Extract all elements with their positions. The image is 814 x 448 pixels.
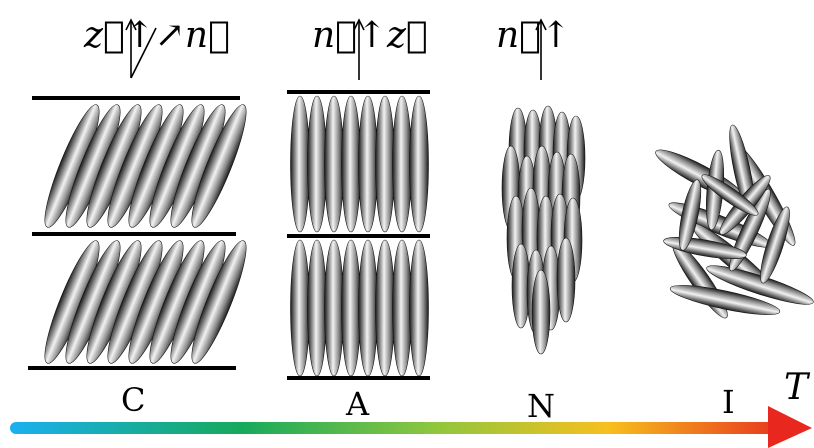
a-phase-molecule bbox=[307, 239, 327, 377]
a-phase-molecule bbox=[375, 95, 395, 233]
phase-label-i: I bbox=[722, 383, 735, 421]
a-phase-director-arrow bbox=[353, 18, 365, 80]
n-phase-molecules bbox=[501, 105, 586, 355]
phase-label-a: A bbox=[346, 385, 370, 423]
a-phase-molecule bbox=[341, 95, 361, 233]
a-phase-molecule bbox=[409, 239, 429, 377]
c-phase-molecules bbox=[44, 104, 247, 364]
a-phase-molecules bbox=[290, 95, 429, 377]
temperature-axis-label: T bbox=[784, 367, 809, 408]
a-phase-molecule bbox=[375, 239, 395, 377]
n-phase-director-arrow bbox=[535, 18, 547, 80]
a-phase-molecule bbox=[307, 95, 327, 233]
a-phase-director-label: n⃗↑z⃗ bbox=[312, 15, 428, 56]
phase-label-c: C bbox=[121, 381, 146, 419]
i-phase-molecule bbox=[678, 179, 702, 251]
layer-lines bbox=[28, 90, 430, 380]
a-phase-molecule bbox=[358, 95, 378, 233]
n-phase-director-label: n⃗↑ bbox=[496, 15, 571, 56]
c-phase-molecule bbox=[191, 104, 247, 228]
n-phase-molecule bbox=[531, 269, 551, 355]
a-phase-molecule bbox=[341, 239, 361, 377]
a-phase-molecule bbox=[324, 95, 344, 233]
phase-label-n: N bbox=[527, 387, 555, 425]
c-phase-molecule bbox=[191, 240, 247, 364]
a-phase-molecule bbox=[358, 239, 378, 377]
i-phase-molecule bbox=[701, 174, 759, 216]
director-arrows bbox=[125, 18, 547, 80]
c-phase-director-arrows bbox=[125, 18, 157, 79]
temperature-gradient-bar bbox=[10, 422, 776, 434]
a-phase-molecule bbox=[290, 239, 310, 377]
temperature-arrowhead bbox=[768, 406, 812, 448]
a-phase-molecule bbox=[392, 239, 412, 377]
c-phase-director-label: z⃗↑↗n⃗ bbox=[84, 15, 230, 56]
temperature-axis bbox=[10, 406, 812, 448]
a-phase-molecule bbox=[392, 95, 412, 233]
i-phase-molecules bbox=[655, 124, 814, 319]
n-phase-molecule bbox=[556, 237, 576, 323]
i-phase-molecule bbox=[669, 285, 781, 315]
a-phase-molecule bbox=[324, 239, 344, 377]
a-phase-molecule bbox=[409, 95, 429, 233]
a-phase-molecule bbox=[290, 95, 310, 233]
i-phase-molecule bbox=[760, 206, 790, 284]
